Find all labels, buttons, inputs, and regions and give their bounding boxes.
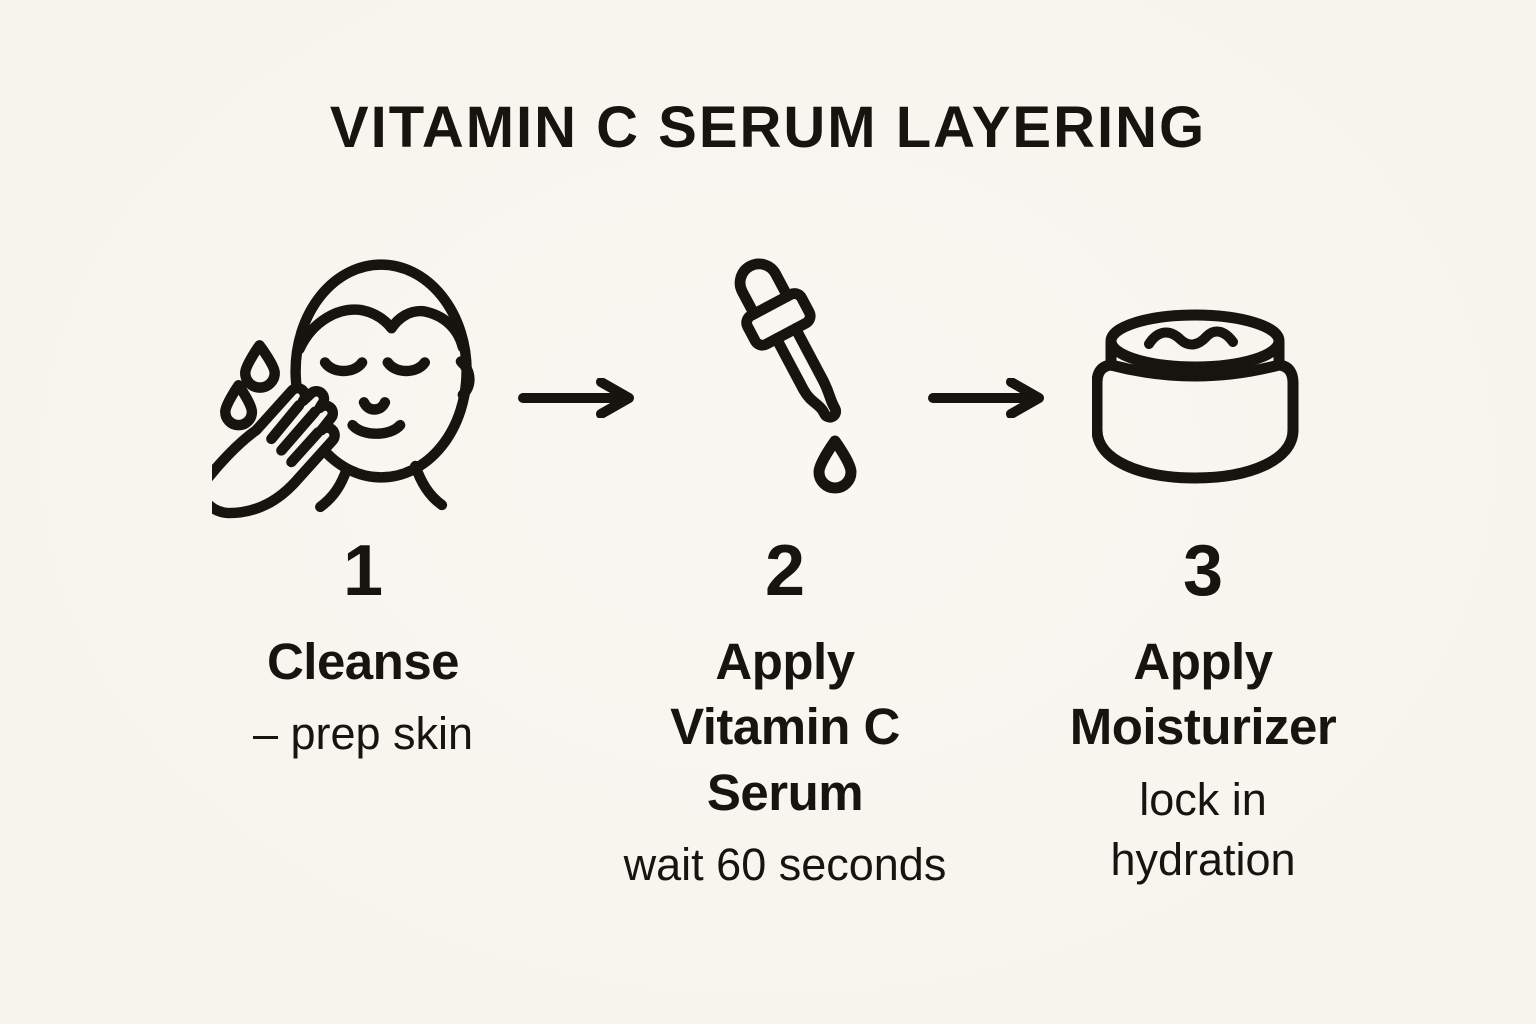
step-1-heading: Cleanse — [266, 633, 460, 690]
step-3: 3 Apply Moisturizer lock in hydration — [1003, 535, 1403, 891]
step-1: 1 Cleanse – prep skin — [163, 535, 563, 765]
moisturizer-jar-icon — [1092, 302, 1312, 487]
step-2: 2 Apply Vitamin C Serum wait 60 seconds — [585, 535, 985, 896]
step-2-subtext: wait 60 seconds — [623, 838, 947, 890]
neck-line-right — [410, 460, 448, 511]
step-3-heading: Apply Moisturizer — [1069, 633, 1337, 756]
cream-swirl — [1144, 326, 1238, 350]
serum-dropper-icon — [705, 255, 875, 500]
water-drop-icon — [240, 340, 280, 393]
dropper-collar — [741, 288, 816, 351]
closed-eye-right — [382, 357, 431, 377]
arrow-right-icon — [518, 378, 634, 418]
step-2-number: 2 — [764, 531, 806, 611]
hairline — [294, 304, 469, 355]
closed-eye-left — [319, 357, 368, 377]
step-1-subtext: – prep skin — [252, 708, 474, 760]
step-2-heading: Apply Vitamin C Serum — [670, 633, 900, 821]
jar-lid-rim — [1105, 359, 1285, 382]
dropper-tube — [771, 323, 842, 423]
face-cleansing-icon — [212, 252, 497, 528]
page-title: VITAMIN C SERUM LAYERING — [329, 95, 1207, 160]
step-3-number: 3 — [1182, 531, 1224, 611]
step-1-number: 1 — [342, 531, 384, 611]
step-3-subtext: lock in hydration — [1110, 773, 1296, 886]
nose — [358, 397, 391, 415]
hand — [212, 383, 340, 519]
arrow-right-icon — [928, 378, 1044, 418]
dropper-body — [734, 258, 842, 423]
ear — [455, 356, 475, 400]
mouth — [347, 419, 406, 439]
jar-body — [1092, 359, 1299, 484]
water-drop-icon — [220, 380, 258, 431]
dropper-bulb — [734, 258, 793, 320]
serum-drop-icon — [813, 435, 857, 494]
neck-line-left — [315, 463, 353, 513]
